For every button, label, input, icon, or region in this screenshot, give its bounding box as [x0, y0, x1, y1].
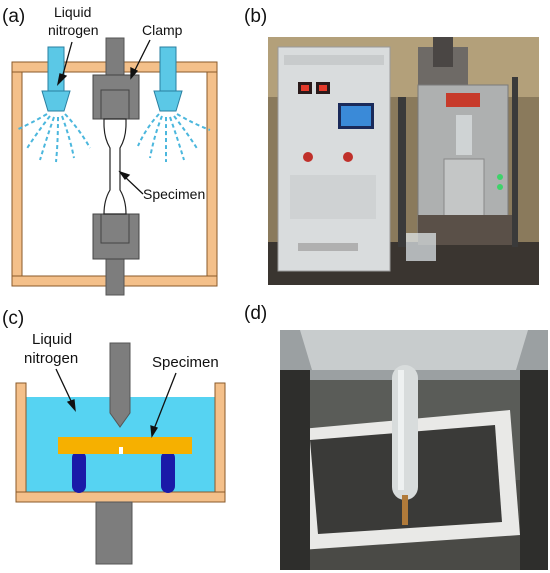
- panel-c-diagram: Liquid nitrogen Specimen: [15, 331, 226, 565]
- upper-clamp: [92, 74, 140, 120]
- panel-a-label: (a): [2, 6, 26, 27]
- left-spray: [15, 113, 91, 163]
- left-nozzle: [41, 46, 71, 112]
- photo-testing-machine: [268, 37, 539, 285]
- panel-d-label: (d): [244, 303, 268, 324]
- label-liquid-nitrogen-c2: nitrogen: [24, 350, 78, 367]
- panel-b-label: (b): [244, 6, 268, 27]
- right-nozzle: [153, 46, 183, 112]
- panel-c-label: (c): [2, 308, 25, 329]
- label-liquid-nitrogen-c1: Liquid: [32, 331, 72, 348]
- photo-impact-bath: [280, 330, 548, 570]
- panel-a-diagram: Liquid nitrogen Clamp Specimen: [11, 4, 218, 296]
- lower-clamp: [92, 213, 140, 260]
- label-liquid-nitrogen-a2: nitrogen: [48, 22, 99, 38]
- label-specimen-a: Specimen: [143, 186, 205, 202]
- specimen-beam: [58, 437, 192, 454]
- arrows-c: [55, 368, 177, 438]
- arrows-a: [56, 39, 151, 195]
- striker: [109, 342, 131, 428]
- upper-rod: [105, 37, 125, 79]
- right-spray: [137, 113, 211, 162]
- label-specimen-c: Specimen: [152, 354, 219, 371]
- lower-rod: [105, 254, 125, 296]
- right-support: [161, 451, 175, 493]
- label-liquid-nitrogen-a1: Liquid: [54, 4, 91, 20]
- left-support: [72, 451, 86, 493]
- specimen-dogbone: [103, 118, 127, 215]
- label-clamp: Clamp: [142, 22, 183, 38]
- base-rod: [95, 501, 133, 565]
